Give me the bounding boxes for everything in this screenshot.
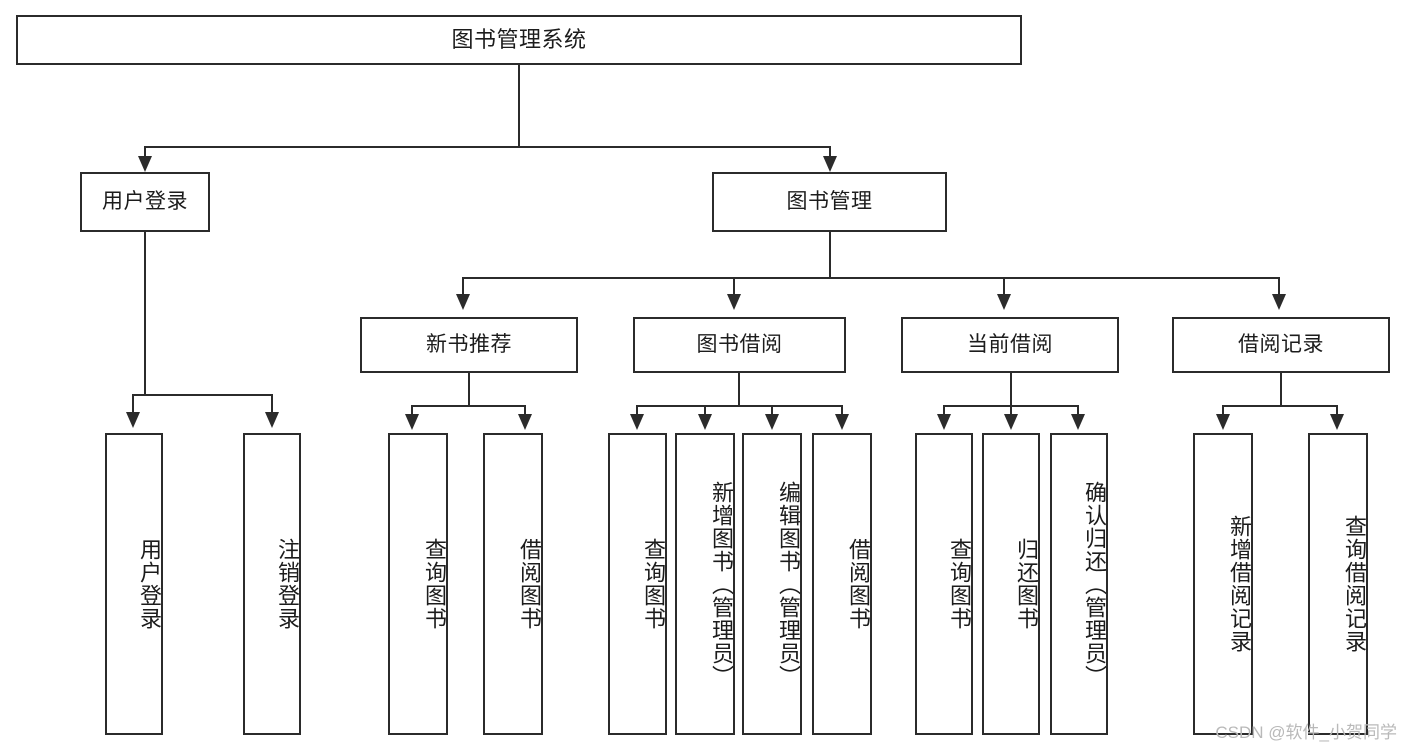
connector-bm-drop-4 (1278, 277, 1280, 299)
connector-recommend-bus (411, 405, 526, 407)
leaf-node[interactable]: 查询图书 (915, 433, 973, 735)
arrowhead-to-logout (265, 412, 279, 428)
node-label: 借阅记录 (1238, 333, 1324, 357)
arrowhead-to-user-login (138, 156, 152, 172)
connector-root-bus (144, 146, 830, 148)
arrowhead-to-borrow-record (1272, 294, 1286, 310)
connector-book-management-stem (829, 232, 831, 278)
connector-borrow-bus (636, 405, 843, 407)
node-label: 图书管理系统 (451, 26, 587, 52)
node-label: 确认归还（管理员） (1082, 480, 1107, 688)
arrowhead-to-login (126, 412, 140, 428)
connector-recommend-stem (468, 373, 470, 406)
node-library-management-system[interactable]: 图书管理系统 (16, 15, 1022, 65)
connector-record-drop-2 (1336, 405, 1338, 417)
leaf-node[interactable]: 查询图书 (388, 433, 448, 735)
node-current-borrow[interactable]: 当前借阅 (901, 317, 1119, 373)
connector-record-drop-1 (1222, 405, 1224, 417)
node-label: 借阅图书 (517, 538, 542, 630)
leaf-node[interactable]: 编辑图书（管理员） (742, 433, 802, 735)
node-book-borrow[interactable]: 图书借阅 (633, 317, 846, 373)
connector-user-login-drop-1 (132, 394, 134, 416)
leaf-node[interactable]: 新增图书（管理员） (675, 433, 735, 735)
leaf-node[interactable]: 新增借阅记录 (1193, 433, 1253, 735)
node-label: 查询图书 (947, 538, 972, 630)
arrowhead-borrow-leaf-3 (765, 414, 779, 430)
leaf-node[interactable]: 借阅图书 (812, 433, 872, 735)
node-label: 新增图书（管理员） (709, 480, 734, 688)
arrowhead-record-leaf-2 (1330, 414, 1344, 430)
arrowhead-borrow-leaf-2 (698, 414, 712, 430)
connector-root-stem (518, 65, 520, 147)
arrowhead-current-leaf-3 (1071, 414, 1085, 430)
connector-user-login-bus (132, 394, 273, 396)
leaf-node[interactable]: 查询图书 (608, 433, 667, 735)
node-label: 图书管理 (786, 190, 873, 214)
node-label: 当前借阅 (967, 333, 1053, 357)
node-label: 新书推荐 (426, 333, 512, 357)
leaf-node[interactable]: 查询借阅记录 (1308, 433, 1368, 735)
arrowhead-current-leaf-2 (1004, 414, 1018, 430)
connector-current-drop-2 (1010, 405, 1012, 417)
connector-current-stem (1010, 373, 1012, 406)
connector-current-drop-1 (943, 405, 945, 417)
node-new-book-recommend[interactable]: 新书推荐 (360, 317, 578, 373)
node-label: 查询图书 (422, 538, 447, 630)
arrowhead-recommend-leaf-2 (518, 414, 532, 430)
node-book-management[interactable]: 图书管理 (712, 172, 947, 232)
connector-bm-drop-1 (462, 277, 464, 299)
leaf-node[interactable]: 注销登录 (243, 433, 301, 735)
arrowhead-to-book-management (823, 156, 837, 172)
arrowhead-borrow-leaf-1 (630, 414, 644, 430)
leaf-node[interactable]: 确认归还（管理员） (1050, 433, 1108, 735)
connector-recommend-drop-2 (524, 405, 526, 417)
node-label: 用户登录 (137, 538, 162, 630)
connector-current-drop-3 (1077, 405, 1079, 417)
connector-borrow-drop-1 (636, 405, 638, 417)
node-label: 编辑图书（管理员） (776, 480, 801, 688)
connector-bm-drop-2 (733, 277, 735, 299)
node-label: 注销登录 (275, 538, 300, 630)
connector-user-login-stem (144, 232, 146, 395)
connector-bm-drop-3 (1003, 277, 1005, 299)
arrowhead-to-current-borrow (997, 294, 1011, 310)
arrowhead-recommend-leaf-1 (405, 414, 419, 430)
node-user-login[interactable]: 用户登录 (80, 172, 210, 232)
connector-recommend-drop-1 (411, 405, 413, 417)
node-label: 图书借阅 (696, 333, 783, 357)
arrowhead-to-book-borrow (727, 294, 741, 310)
connector-borrow-drop-4 (841, 405, 843, 417)
connector-book-management-bus (462, 277, 1280, 279)
node-borrow-record[interactable]: 借阅记录 (1172, 317, 1390, 373)
connector-borrow-drop-3 (771, 405, 773, 417)
leaf-node[interactable]: 用户登录 (105, 433, 163, 735)
connector-record-stem (1280, 373, 1282, 406)
node-label: 归还图书 (1014, 538, 1039, 630)
arrowhead-to-new-book-recommend (456, 294, 470, 310)
node-label: 用户登录 (102, 190, 188, 214)
arrowhead-current-leaf-1 (937, 414, 951, 430)
arrowhead-record-leaf-1 (1216, 414, 1230, 430)
connector-user-login-drop-2 (271, 394, 273, 416)
connector-borrow-stem (738, 373, 740, 406)
connector-borrow-drop-2 (704, 405, 706, 417)
node-label: 查询图书 (641, 538, 666, 630)
leaf-node[interactable]: 借阅图书 (483, 433, 543, 735)
connector-record-bus (1222, 405, 1338, 407)
node-label: 新增借阅记录 (1227, 515, 1252, 653)
watermark-label: CSDN @软件_小贺同学 (1215, 723, 1397, 742)
arrowhead-borrow-leaf-4 (835, 414, 849, 430)
leaf-node[interactable]: 归还图书 (982, 433, 1040, 735)
node-label: 查询借阅记录 (1342, 515, 1367, 653)
node-label: 借阅图书 (846, 538, 871, 630)
